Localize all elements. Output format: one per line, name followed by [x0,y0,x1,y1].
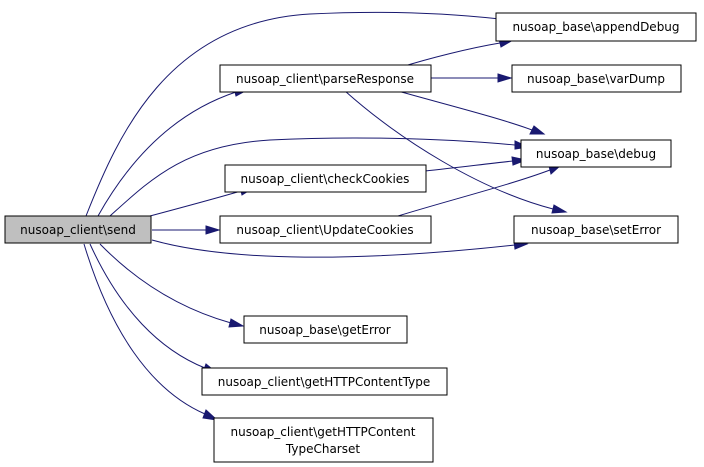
node-label: nusoap_client\getHTTPContentType [218,375,430,389]
edge-parseResponse-setError [344,90,568,214]
node-updateCookies[interactable]: nusoap_client\UpdateCookies [219,215,432,244]
edge-send-updateCookies [152,225,221,235]
node-debug[interactable]: nusoap_base\debug [520,139,672,168]
node-label: nusoap_base\appendDebug [512,20,679,34]
edge-send-getHTTPContentTypeCharset [83,243,219,421]
edge-checkCookies-debug [424,156,528,172]
node-label: nusoap_base\debug [536,147,656,161]
nodes: nusoap_client\send nusoap_client\parseRe… [4,12,697,463]
node-send[interactable]: nusoap_client\send [4,215,152,244]
node-label: nusoap_client\checkCookies [241,172,410,186]
node-getHTTPContentTypeCharset[interactable]: nusoap_client\getHTTPContent TypeCharset [213,417,434,463]
node-appendDebug[interactable]: nusoap_base\appendDebug [495,12,697,42]
node-getHTTPContentType[interactable]: nusoap_client\getHTTPContentType [201,367,448,396]
node-label: nusoap_base\varDump [527,72,665,86]
node-setError[interactable]: nusoap_base\setError [513,215,679,244]
edge-send-parseResponse [97,87,249,217]
edge-parseResponse-appendDebug [397,38,515,69]
edge-send-getHTTPContentType [89,243,219,374]
node-label: nusoap_client\send [20,223,136,237]
node-label: nusoap_client\parseResponse [236,72,414,86]
edge-send-getError [99,243,245,328]
node-label: nusoap_base\getError [259,323,390,337]
node-varDump[interactable]: nusoap_base\varDump [511,64,682,93]
node-parseResponse[interactable]: nusoap_client\parseResponse [219,64,432,93]
node-getError[interactable]: nusoap_base\getError [243,315,408,344]
node-label-line-1: nusoap_client\getHTTPContent [231,425,416,439]
node-checkCookies[interactable]: nusoap_client\checkCookies [224,164,427,193]
edge-parseResponse-varDump [431,73,513,83]
node-label: nusoap_base\setError [531,223,661,237]
node-label-line-2: TypeCharset [285,442,360,456]
edge-parseResponse-debug [397,90,546,135]
node-label: nusoap_client\UpdateCookies [236,223,413,237]
